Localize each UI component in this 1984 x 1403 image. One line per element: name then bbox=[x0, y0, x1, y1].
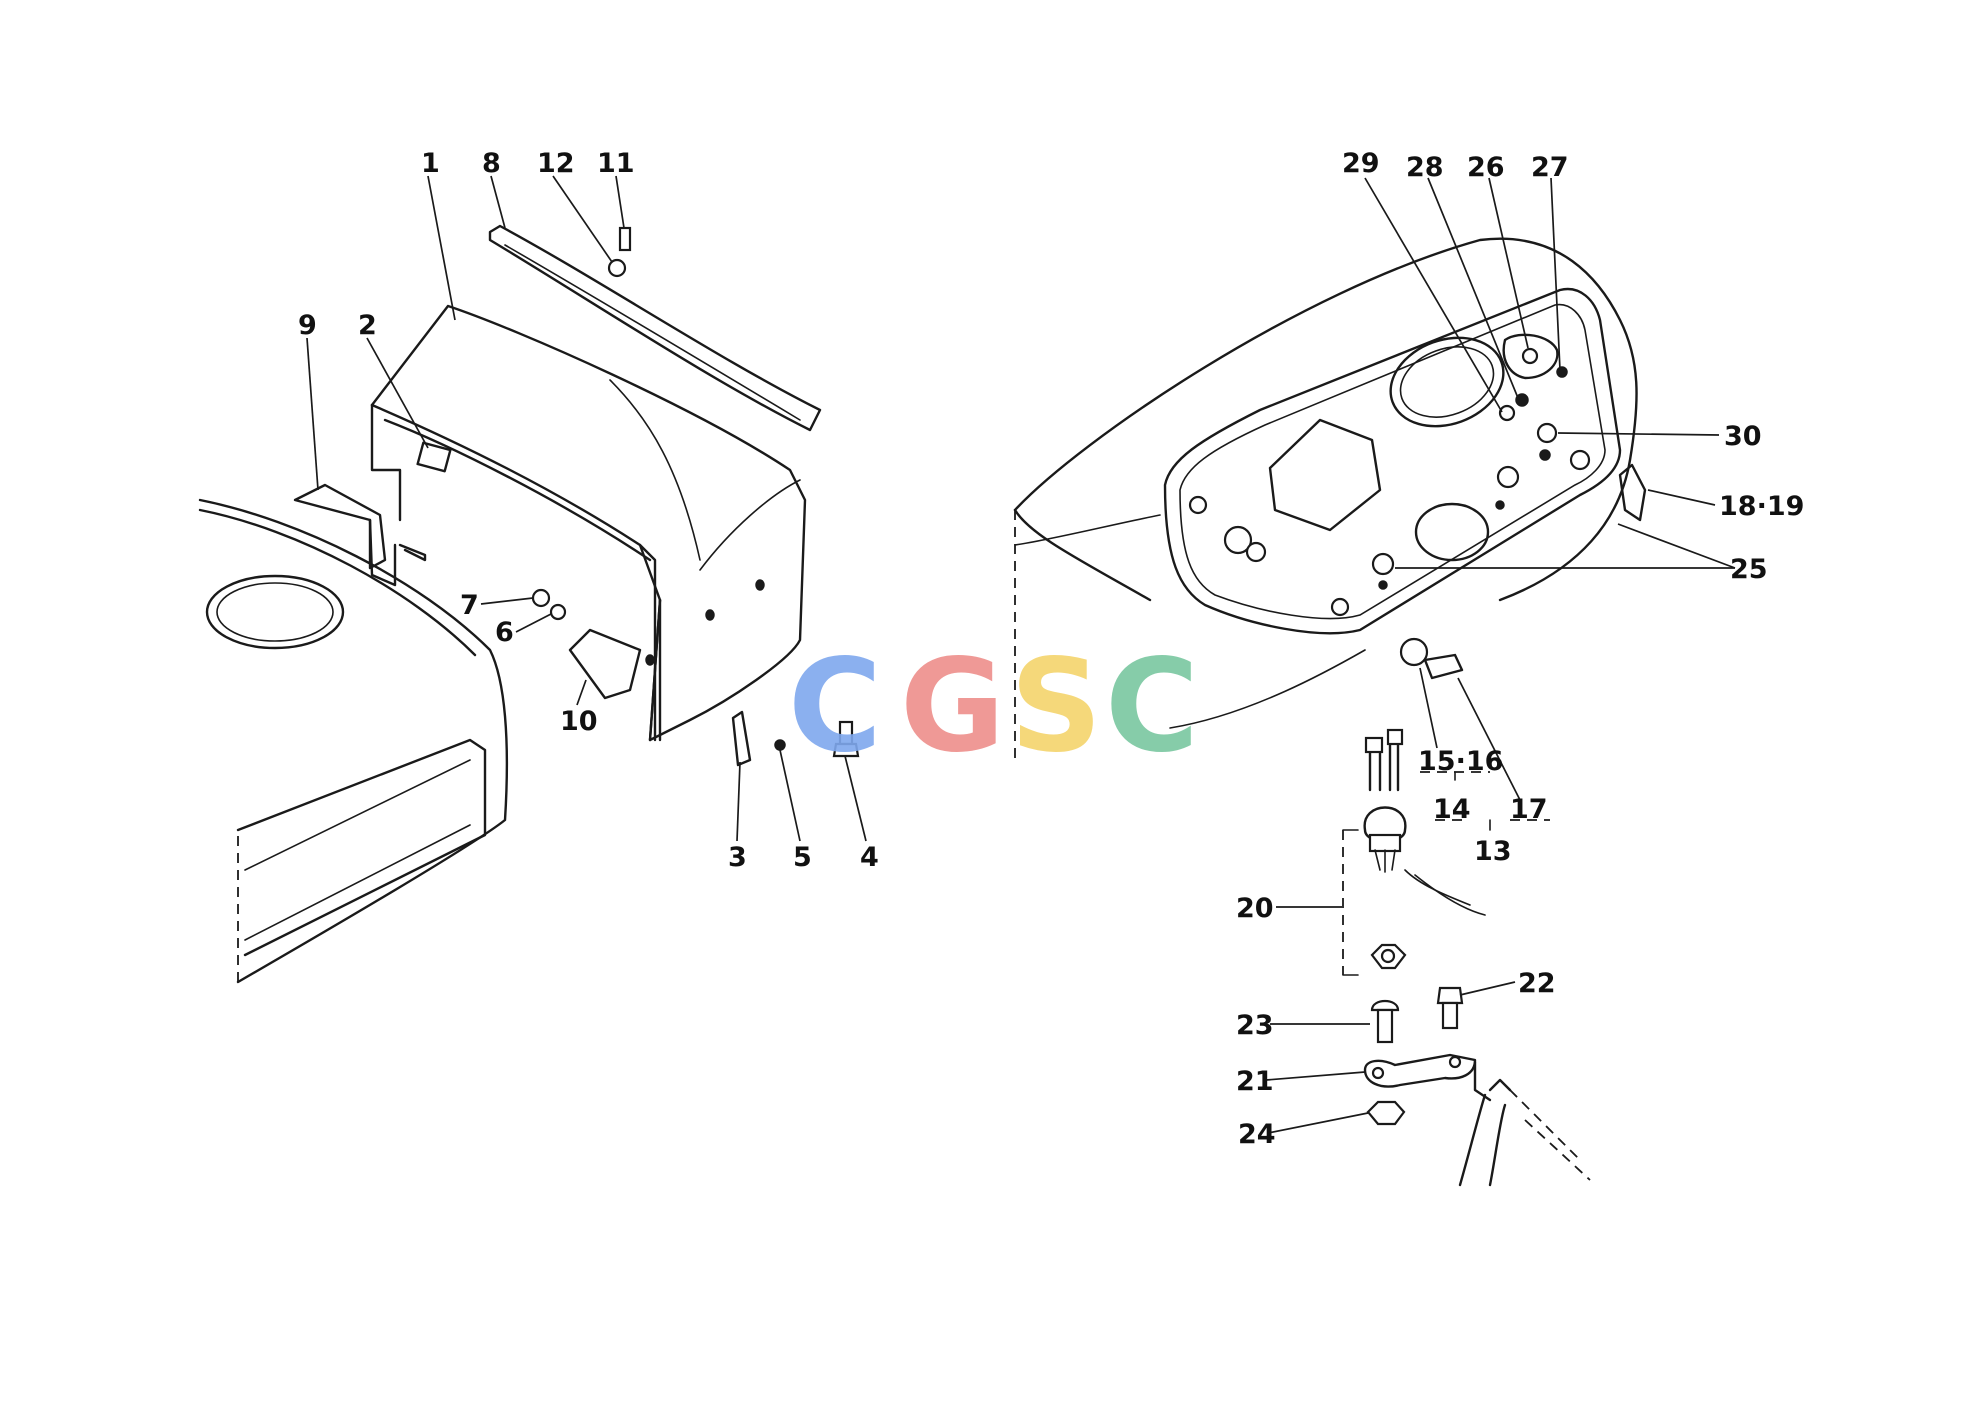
hood-body bbox=[198, 498, 509, 984]
callout-4: 4 bbox=[860, 842, 879, 873]
screw-5 bbox=[774, 739, 786, 751]
screw-11 bbox=[618, 226, 632, 252]
callout-30: 30 bbox=[1724, 421, 1762, 452]
callout-labels: 1 8 12 11 9 2 7 6 10 3 5 4 29 28 26 27 3… bbox=[298, 148, 1804, 1150]
left-assembly bbox=[198, 224, 860, 984]
washer-6 bbox=[549, 603, 567, 621]
callout-26: 26 bbox=[1467, 152, 1505, 183]
plug-25b bbox=[1371, 552, 1395, 576]
callout-18-19: 18·19 bbox=[1719, 491, 1804, 522]
nut-7 bbox=[531, 588, 551, 608]
callout-6: 6 bbox=[495, 617, 514, 648]
callout-7: 7 bbox=[460, 590, 479, 621]
bolt-23 bbox=[1370, 999, 1400, 1044]
callout-15-16: 15·16 bbox=[1418, 746, 1503, 777]
callout-3: 3 bbox=[728, 842, 747, 873]
dashboard-housing bbox=[370, 304, 807, 742]
callout-14: 14 bbox=[1433, 794, 1471, 825]
bracket-lower bbox=[568, 628, 642, 700]
watermark-letter-s: S bbox=[1010, 632, 1102, 781]
callout-24: 24 bbox=[1238, 1119, 1276, 1150]
bolt-22 bbox=[1436, 986, 1464, 1030]
callout-12: 12 bbox=[537, 148, 575, 179]
grommet-29 bbox=[1498, 404, 1516, 422]
callout-22: 22 bbox=[1518, 968, 1556, 999]
callout-9: 9 bbox=[298, 310, 317, 341]
callout-29: 29 bbox=[1342, 148, 1380, 179]
lamp-28 bbox=[1515, 393, 1529, 407]
nut-24 bbox=[1366, 1100, 1406, 1126]
instrument-housing bbox=[1013, 237, 1638, 760]
pilot-30 bbox=[1536, 422, 1558, 444]
callout-27: 27 bbox=[1531, 152, 1569, 183]
watermark-letter-g: G bbox=[900, 632, 1005, 781]
callout-20: 20 bbox=[1236, 893, 1274, 924]
frame-member bbox=[1458, 1078, 1591, 1187]
clip-3 bbox=[731, 710, 752, 767]
callout-2: 2 bbox=[358, 310, 377, 341]
callout-10: 10 bbox=[560, 706, 598, 737]
right-assembly bbox=[1013, 237, 1647, 1187]
switch-assembly-20 bbox=[1363, 728, 1486, 970]
bracket-left bbox=[293, 483, 427, 587]
watermark-logo: C G S C bbox=[788, 632, 1199, 781]
mounting-bracket-21 bbox=[1363, 1053, 1492, 1102]
callout-13: 13 bbox=[1474, 836, 1512, 867]
callout-21: 21 bbox=[1236, 1066, 1274, 1097]
lamp-holder-26 bbox=[1502, 333, 1559, 380]
instrument-panel bbox=[1163, 287, 1622, 635]
screw-27 bbox=[1556, 366, 1568, 378]
callout-11: 11 bbox=[597, 148, 635, 179]
trim-strip bbox=[488, 224, 822, 432]
knob-18-19 bbox=[1618, 463, 1647, 522]
callout-23: 23 bbox=[1236, 1010, 1274, 1041]
callout-28: 28 bbox=[1406, 152, 1444, 183]
key-switch bbox=[1399, 637, 1464, 680]
watermark-letter-c1: C bbox=[788, 632, 882, 781]
watermark-letter-c2: C bbox=[1105, 632, 1199, 781]
callout-1: 1 bbox=[421, 148, 440, 179]
callout-8: 8 bbox=[482, 148, 501, 179]
nut-12 bbox=[607, 258, 627, 278]
callout-25: 25 bbox=[1730, 554, 1768, 585]
leader-lines bbox=[306, 175, 1736, 1134]
callout-5: 5 bbox=[793, 842, 812, 873]
plug-25a bbox=[1496, 465, 1520, 489]
callout-17: 17 bbox=[1510, 794, 1548, 825]
bolt-4 bbox=[832, 720, 860, 758]
